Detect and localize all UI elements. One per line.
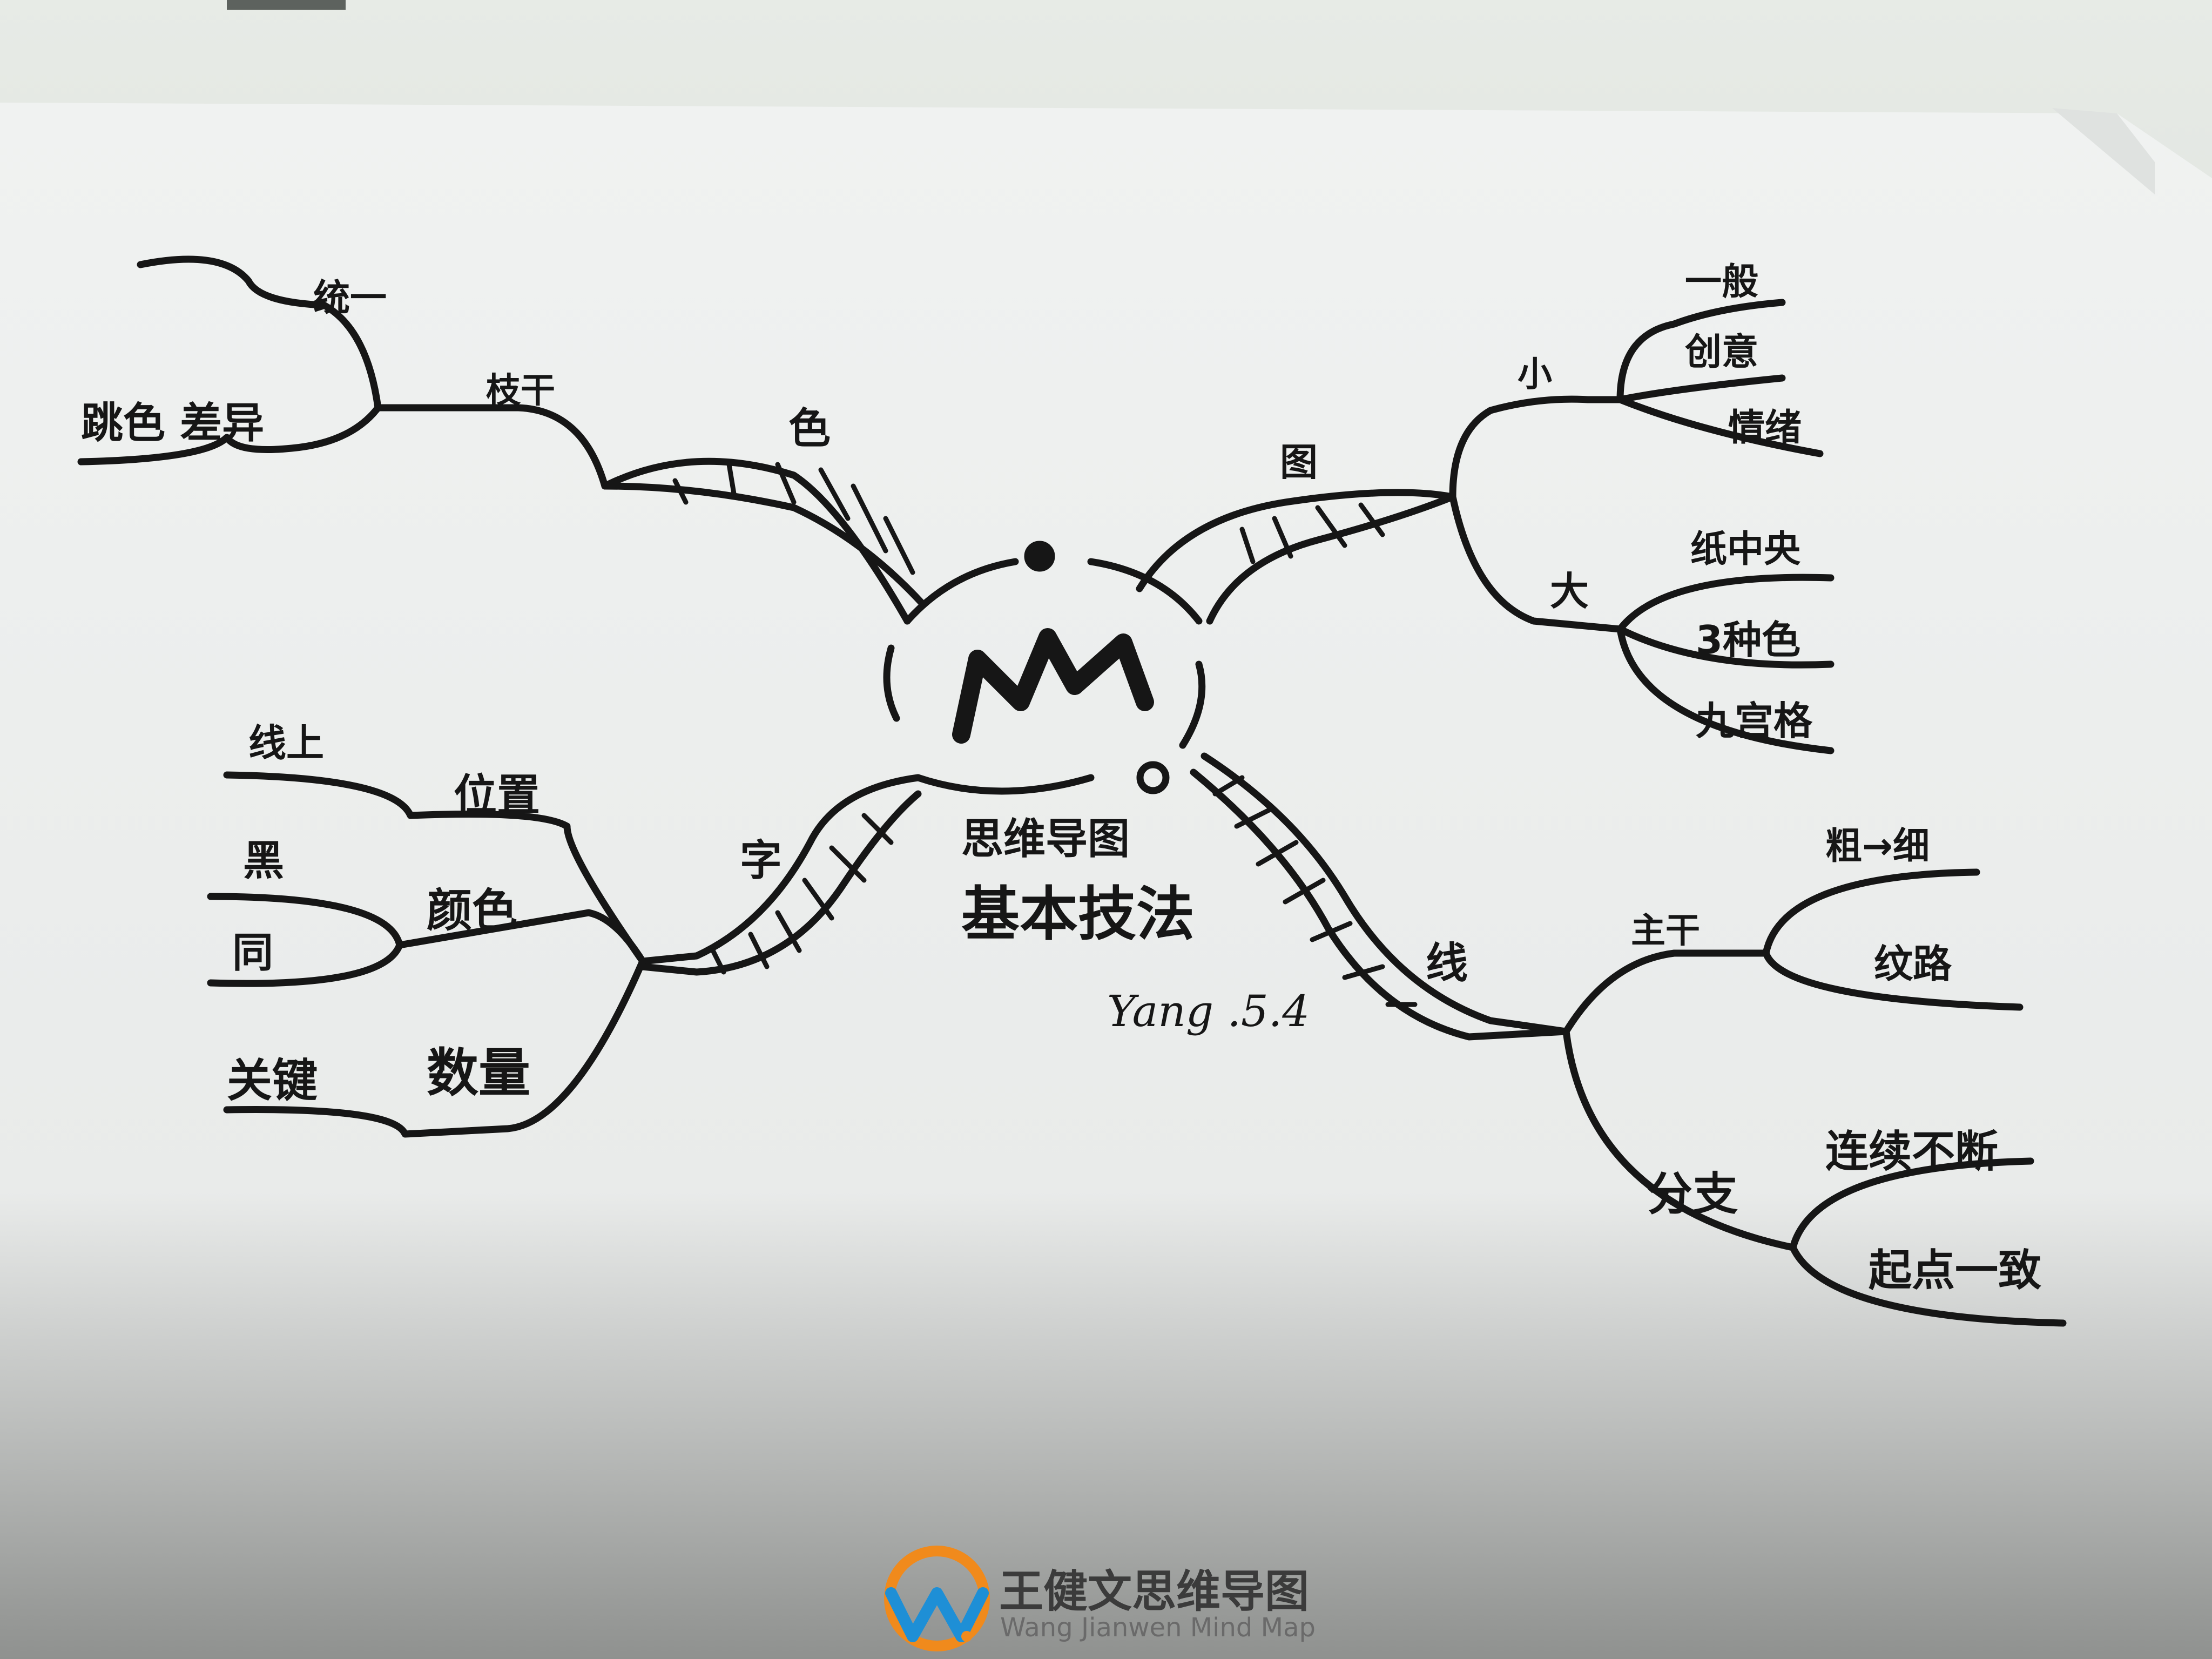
logo-ring (1136, 761, 1170, 794)
branch-image-small-child-3: 情绪 (1728, 407, 1802, 449)
branch-color-sub-label: 枝干 (486, 371, 555, 411)
logo-arc-top-right (1087, 558, 1203, 625)
center-signature: Yang .5.4 (1107, 986, 1310, 1036)
branch-color-child-1: 统一 (313, 277, 387, 320)
branch-color-child-2: 跳色 差异 (81, 399, 264, 448)
branch-text-lines (207, 771, 922, 1138)
branch-image-small-label: 小 (1518, 355, 1552, 395)
branch-text-color-child-2: 同 (232, 928, 273, 976)
branch-text-color-label: 颜色 (427, 884, 517, 937)
branch-line-label: 线 (1426, 939, 1468, 988)
ink-lines (77, 255, 2067, 1327)
logo-arc-bottom (914, 774, 1095, 795)
branch-image-small-child-2: 创意 (1684, 331, 1758, 374)
branch-color-lines (77, 255, 927, 625)
watermark: 王健文思维导图 Wang Jianwen Mind Map (884, 1546, 1316, 1651)
logo-arc-right (1179, 660, 1206, 749)
logo-arc-left (883, 644, 900, 722)
branch-text-count-child-1: 关键 (227, 1054, 318, 1107)
branch-text-position-child-1: 线上 (248, 721, 324, 765)
logo-m-shape (952, 628, 1154, 744)
paper-stack-edge (2052, 108, 2155, 194)
branch-line-branch-label: 分支 (1647, 1168, 1738, 1220)
center-logo (883, 558, 1206, 795)
watermark-en-text: Wang Jianwen Mind Map (1000, 1613, 1316, 1643)
branch-line-trunk-label: 主干 (1631, 911, 1700, 951)
branch-line-branch-child-2: 起点一致 (1869, 1245, 2041, 1296)
logo-dot-top (1024, 541, 1055, 572)
branch-image-large-child-2: 3种色 (1696, 617, 1800, 663)
watermark-cn-text: 王健文思维导图 (999, 1566, 1309, 1617)
branch-image-large-label: 大 (1550, 569, 1589, 614)
center-title-line2: 基本技法 (961, 881, 1195, 948)
watermark-logo-icon (884, 1546, 990, 1651)
branch-line-trunk-child-1: 粗→细 (1825, 825, 1930, 868)
center-title-line1: 思维导图 (961, 815, 1130, 864)
branch-image-large-child-3: 九宫格 (1696, 698, 1813, 744)
branch-text-count-label: 数量 (427, 1043, 530, 1103)
branch-image-small-child-1: 一般 (1685, 261, 1758, 304)
branch-image-lines (1136, 299, 1835, 754)
branch-text-color-child-1: 黑 (243, 837, 284, 885)
logo-arc-top-left (903, 558, 1019, 625)
branch-image-label: 图 (1280, 440, 1318, 484)
branch-image-large-child-1: 纸中央 (1690, 528, 1801, 571)
branch-text-position-label: 位置 (454, 770, 540, 820)
paper-sheet (0, 103, 2212, 1659)
branch-line-trunk-child-2: 纹路 (1874, 941, 1952, 987)
branch-color-label: 色 (788, 404, 831, 453)
branch-text-label: 字 (740, 837, 782, 885)
branch-line-lines (1190, 752, 2067, 1327)
branch-line-branch-child-1: 连续不断 (1825, 1127, 1998, 1177)
pen-edge (227, 0, 346, 10)
